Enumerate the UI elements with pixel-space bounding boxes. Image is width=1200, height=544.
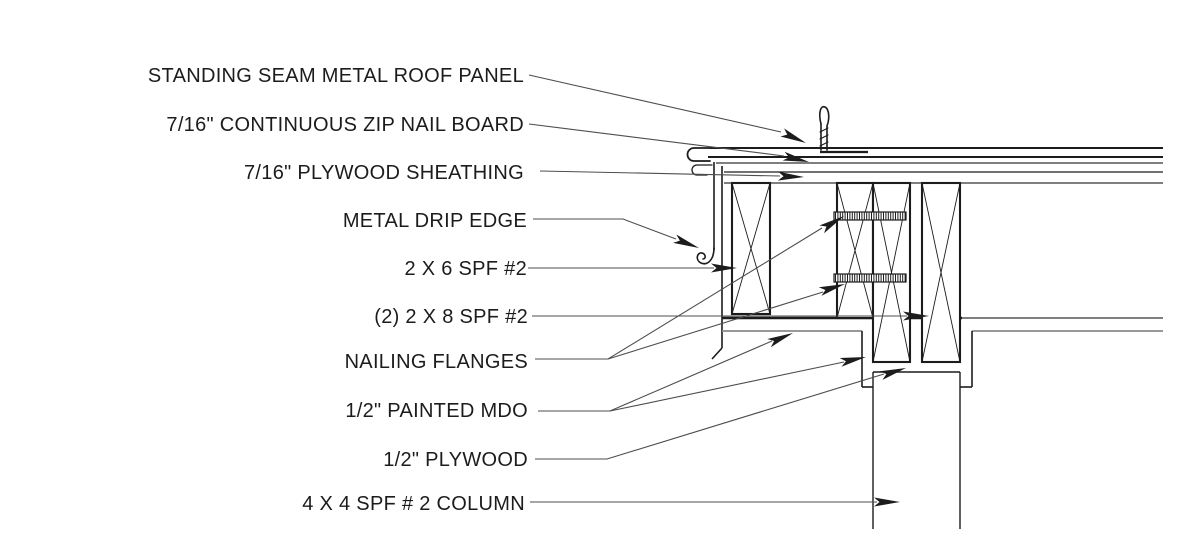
nailing-flanges-callout [535, 216, 845, 360]
leader-line [535, 373, 885, 460]
seam-clip-hatch [819, 127, 829, 147]
metal-drip-edge-label: METAL DRIP EDGE [343, 210, 527, 232]
leader-arrow [818, 284, 845, 296]
leader-arrow [839, 357, 866, 367]
leader-arrow [777, 171, 804, 181]
lumber-2x8-right [920, 181, 962, 364]
4x4-spf-2-column-label: 4 X 4 SPF # 2 COLUMN [302, 493, 525, 515]
leader-arrow [782, 151, 809, 162]
plywood-sheathing-label: 7/16" PLYWOOD SHEATHING [244, 162, 524, 184]
leader-line [533, 218, 677, 240]
standing-seam-metal-roof-panel-callout [528, 74, 806, 143]
drip-edge-curl [696, 247, 715, 265]
seam-clip-bulb [818, 105, 830, 127]
lumber-2x6-blocking [835, 181, 875, 320]
drip-hem-upper [691, 164, 713, 176]
nailing-flanges-label: NAILING FLANGES [345, 351, 528, 373]
leader-line [607, 291, 824, 360]
metal-drip-edge-callout [533, 218, 699, 248]
leader-arrow [673, 234, 699, 248]
leader-arrow [767, 333, 793, 348]
painted-mdo-callout [538, 333, 866, 412]
half-inch-plywood-label: 1/2" PLYWOOD [383, 449, 528, 471]
2x8-spf-2-pair-label: (2) 2 X 8 SPF #2 [374, 306, 528, 328]
callout-labels: STANDING SEAM METAL ROOF PANEL 7/16" CONT… [148, 65, 528, 515]
leader-arrow [874, 497, 900, 507]
fascia-bevel [711, 347, 723, 360]
leader-line [538, 340, 773, 412]
lumber-2x8-left [871, 181, 912, 364]
panel-hem [686, 147, 715, 162]
leader-arrow [711, 263, 737, 273]
half-inch-plywood-callout [535, 368, 906, 460]
screw-fastener-upper [833, 211, 907, 221]
2x6-spf-2-label: 2 X 6 SPF #2 [404, 258, 527, 280]
leader-line [528, 123, 785, 157]
leader-arrow [780, 128, 806, 143]
leader-lines [528, 74, 929, 507]
leader-arrow [879, 368, 906, 380]
zip-nail-board-label: 7/16" CONTINUOUS ZIP NAIL BOARD [166, 114, 524, 136]
2x8-spf-2-pair-callout [532, 311, 929, 321]
standing-seam-metal-roof-panel-label: STANDING SEAM METAL ROOF PANEL [148, 65, 524, 87]
painted-mdo-label: 1/2" PAINTED MDO [345, 400, 528, 422]
plywood-sheathing-callout [539, 170, 804, 181]
2x6-spf-2-callout [528, 263, 737, 273]
section-linework [686, 105, 1163, 529]
leader-arrow [819, 216, 844, 234]
leader-line [609, 361, 845, 412]
4x4-spf-2-column-callout [530, 497, 900, 507]
leader-line [539, 170, 781, 177]
zip-nail-board-callout [528, 123, 809, 162]
screw-fastener-lower [833, 273, 907, 283]
lumber-2x6-subfascia [730, 181, 772, 316]
leader-arrow [903, 311, 929, 321]
leader-line [528, 74, 782, 133]
